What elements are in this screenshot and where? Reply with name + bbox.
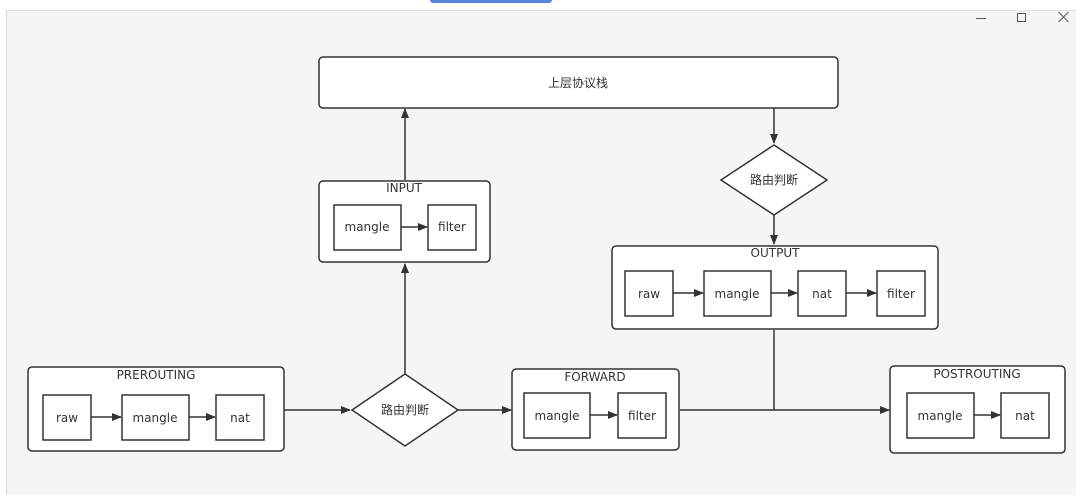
- table-nat: nat: [812, 287, 832, 301]
- table-mangle: mangle: [715, 287, 760, 301]
- table-raw: raw: [56, 411, 78, 425]
- routing-decision-output: 路由判断: [719, 144, 829, 216]
- table-nat: nat: [1015, 409, 1035, 423]
- routing-decision-label: 路由判断: [750, 172, 798, 187]
- minimize-icon: [976, 18, 986, 19]
- table-mangle: mangle: [345, 220, 390, 234]
- table-mangle: mangle: [918, 409, 963, 423]
- minimize-button[interactable]: [969, 6, 993, 28]
- chain-title: INPUT: [386, 181, 423, 195]
- table-filter: filter: [628, 409, 656, 423]
- upper-protocol-stack-label: 上层协议栈: [548, 75, 608, 90]
- chain-title: POSTROUTING: [933, 367, 1020, 381]
- top-accent-bar: [430, 0, 552, 3]
- routing-decision-input: 路由判断: [350, 373, 460, 447]
- chain-prerouting: PREROUTING raw mangle nat: [27, 366, 285, 452]
- table-nat: nat: [230, 411, 250, 425]
- chain-postrouting: POSTROUTING mangle nat: [889, 365, 1066, 454]
- chain-title: FORWARD: [564, 370, 625, 384]
- routing-decision-label: 路由判断: [381, 402, 429, 417]
- maximize-button[interactable]: [1009, 6, 1033, 28]
- upper-protocol-stack: 上层协议栈: [318, 56, 839, 109]
- table-filter: filter: [887, 287, 915, 301]
- table-mangle: mangle: [535, 409, 580, 423]
- table-mangle: mangle: [133, 411, 178, 425]
- table-raw: raw: [638, 287, 660, 301]
- maximize-icon: [1016, 12, 1026, 22]
- chain-title: OUTPUT: [751, 246, 801, 260]
- chain-forward: FORWARD mangle filter: [511, 368, 680, 451]
- table-filter: filter: [438, 220, 466, 234]
- chain-output: OUTPUT raw mangle nat filter: [611, 245, 939, 330]
- chain-title: PREROUTING: [117, 368, 196, 382]
- chain-input: INPUT mangle filter: [318, 180, 491, 263]
